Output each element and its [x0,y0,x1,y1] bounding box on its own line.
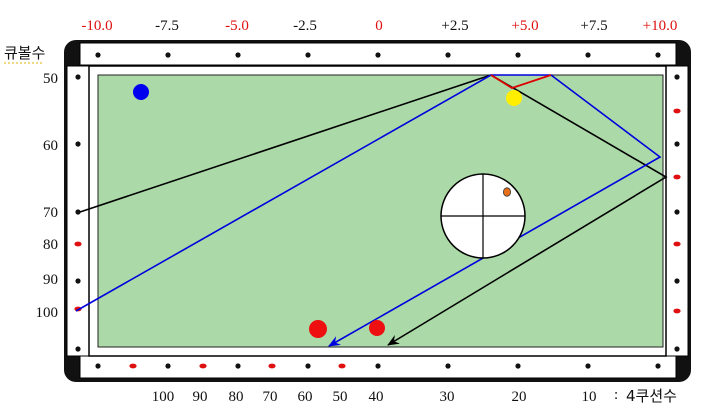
diamond-marker [305,52,311,58]
bottom-scale-label: 10 [582,389,597,405]
diamond-marker [165,363,171,369]
left-scale: 50 60 70 80 90 100 [36,71,59,321]
diamond-marker [95,52,101,58]
diamond-marker [375,363,381,369]
balls [133,84,522,338]
bottom-scale-label: 80 [229,389,244,405]
top-scale-label: +10.0 [643,18,678,34]
diamond-marker [674,278,680,284]
bottom-scale-label: 90 [193,389,208,405]
red-marker [268,363,276,369]
diamond-marker [585,363,591,369]
diamond-marker [75,74,81,80]
bottom-scale-label: 60 [298,389,313,405]
yellow-ball [506,90,522,106]
left-scale-label: 50 [43,71,58,87]
diamond-marker [75,346,81,352]
top-scale: -10.0 -7.5 -5.0 -2.5 0 +2.5 +5.0 +7.5 +10.0 [81,18,677,34]
bottom-scale-separator: : [614,387,618,403]
diamond-marker [655,363,661,369]
table-felt [97,74,664,348]
diamond-marker [95,363,101,369]
diamond-marker [305,363,311,369]
red-marker [673,241,681,247]
red-ball-2 [369,320,385,336]
bottom-scale-label: 50 [333,389,348,405]
diamond-marker [445,363,451,369]
diamond-marker [674,141,680,147]
bottom-scale-label: 40 [369,389,384,405]
crosshair-circle-icon [440,173,526,259]
red-ball-1 [309,320,327,338]
left-scale-label: 60 [43,138,58,154]
blue-ball [133,84,149,100]
bottom-scale-label: 100 [152,389,175,405]
red-marker [673,308,681,314]
diamond-marker [585,52,591,58]
diamond-marker [75,278,81,284]
bottom-scale-label: 20 [512,389,527,405]
black-path [79,74,668,346]
top-scale-label: -7.5 [155,18,179,34]
shot-paths [75,74,668,347]
diamond-marker [515,363,521,369]
left-scale-label: 90 [43,272,58,288]
top-scale-label: 0 [375,18,383,34]
rail-diamonds [74,52,681,369]
diamond-marker [165,52,171,58]
diamond-marker [674,74,680,80]
billiard-table [64,40,691,382]
diamond-marker [674,346,680,352]
top-scale-label: +2.5 [441,18,468,34]
diamond-marker [75,141,81,147]
left-scale-label: 80 [43,237,58,253]
bottom-scale-title: 4쿠션수 [626,387,677,405]
diamond-marker [235,363,241,369]
top-scale-label: -5.0 [225,18,249,34]
red-marker [199,363,207,369]
diamond-marker [655,52,661,58]
top-scale-label: +5.0 [511,18,538,34]
red-marker [673,108,681,114]
left-scale-label: 100 [36,305,59,321]
red-marker [129,363,137,369]
red-marker [673,174,681,180]
diamond-marker [445,52,451,58]
left-scale-title: 큐볼수 [4,44,45,62]
red-marker [74,241,82,247]
red-path [490,74,552,89]
top-scale-label: +7.5 [580,18,607,34]
bottom-scale-label: 30 [440,389,455,405]
bottom-scale-label: 70 [263,389,278,405]
left-scale-label: 70 [43,205,58,221]
diamond-marker [674,209,680,215]
diamond-marker [375,52,381,58]
red-marker [338,363,346,369]
bottom-scale: 100 90 80 70 60 50 40 30 20 10 [152,389,597,405]
diamond-marker [75,209,81,215]
diamond-marker [235,52,241,58]
diamond-marker [515,52,521,58]
top-scale-label: -10.0 [81,18,112,34]
top-scale-label: -2.5 [293,18,317,34]
spin-dot [502,187,511,197]
